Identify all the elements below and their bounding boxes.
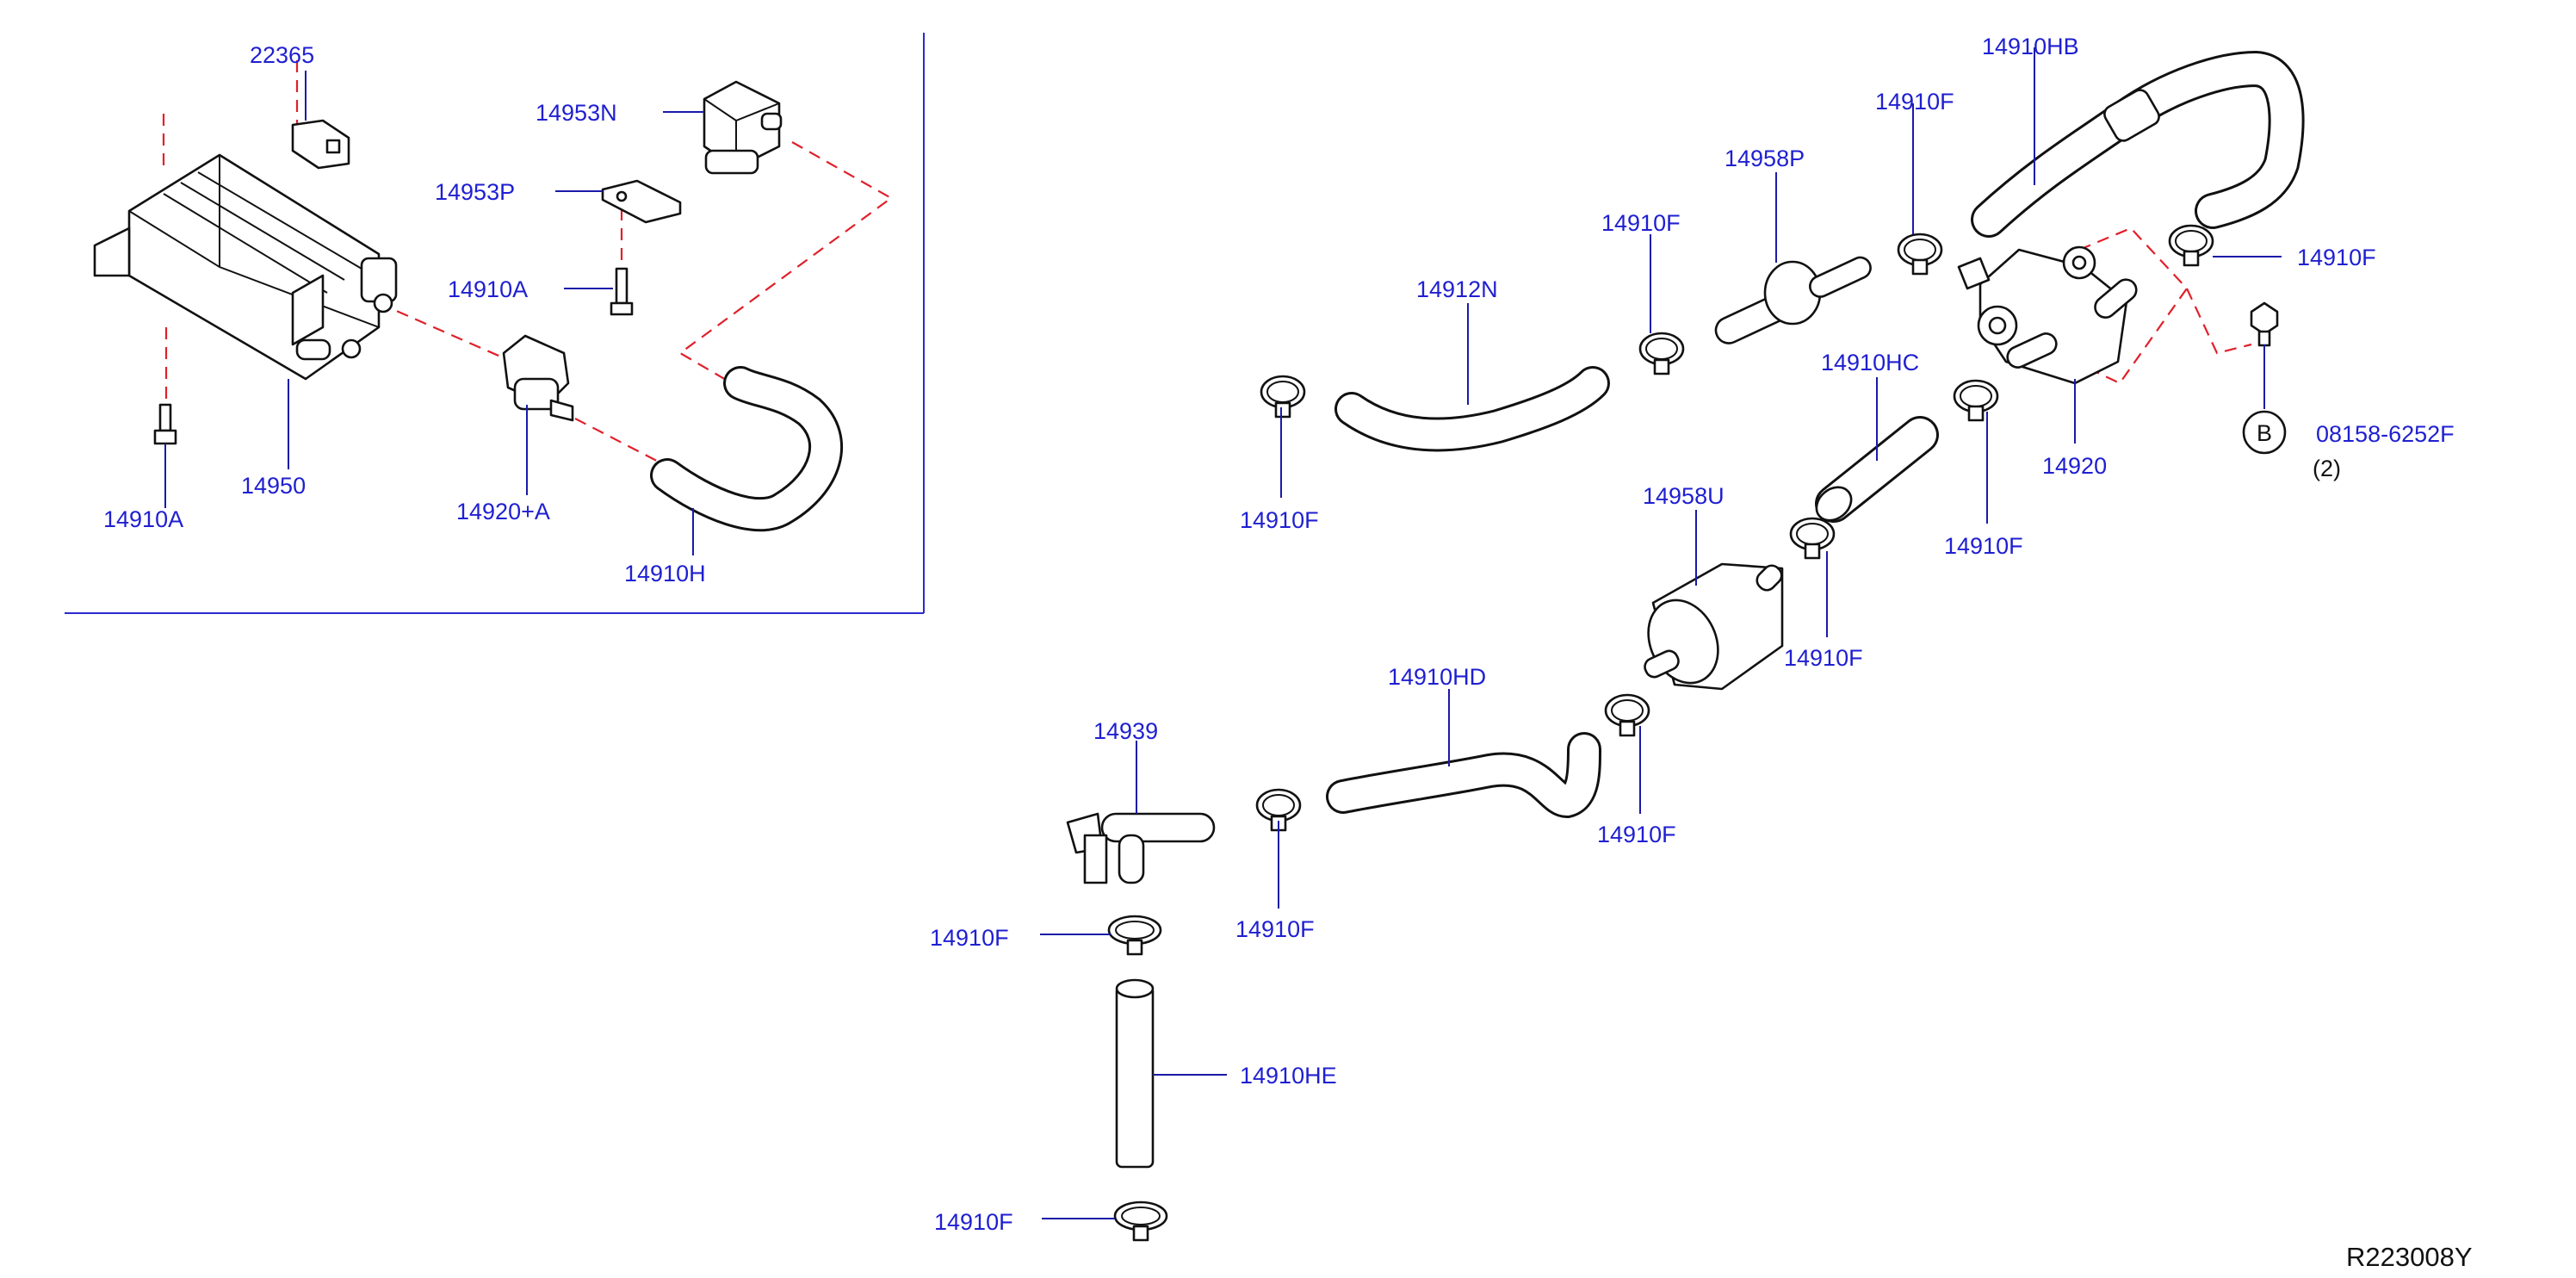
clamp-14910F-valve <box>1953 379 1999 524</box>
label-14910A-top[interactable]: 14910A <box>448 276 528 302</box>
hose-14910HB <box>1971 47 2305 238</box>
hose-14910HE <box>1115 978 1227 1169</box>
label-14910A-bottom[interactable]: 14910A <box>103 506 183 532</box>
connector-22365 <box>291 71 350 170</box>
bolt-08158 <box>2242 301 2287 455</box>
bracket-14953P <box>555 179 682 224</box>
joint-14939 <box>1066 741 1216 884</box>
clamp-14910F-p <box>1638 234 1685 375</box>
hose-14910H <box>650 366 844 555</box>
label-14910F-hc[interactable]: 14910F <box>1784 645 1863 671</box>
label-14910HB[interactable]: 14910HB <box>1982 34 2079 59</box>
valve-14920A <box>502 334 574 495</box>
clamp-14910F-n <box>1260 375 1306 498</box>
label-14910F-bottom[interactable]: 14910F <box>934 1209 1013 1235</box>
connection-dashes <box>162 60 2252 470</box>
valve-14953N <box>663 80 783 175</box>
callout-circle <box>2242 410 2287 455</box>
label-14910F-u[interactable]: 14910F <box>1597 822 1676 847</box>
label-14950[interactable]: 14950 <box>241 473 306 499</box>
label-14910HE[interactable]: 14910HE <box>1240 1063 1337 1089</box>
label-14958P[interactable]: 14958P <box>1725 146 1805 171</box>
clamp-14910F-939 <box>1040 915 1162 956</box>
label-14910F-valve[interactable]: 14910F <box>1944 533 2023 559</box>
part-labels: 22365 14953N 14953P 14910A 14910A 14950 … <box>103 34 2473 1272</box>
label-14910HC[interactable]: 14910HC <box>1821 350 1919 375</box>
label-14910F-hb[interactable]: 14910F <box>1875 89 1954 115</box>
label-14912N[interactable]: 14912N <box>1416 276 1498 302</box>
label-14920A[interactable]: 14920+A <box>456 499 550 524</box>
bolt-14910A-bottom <box>153 403 177 508</box>
clamp-14910F-bottom <box>1042 1200 1168 1242</box>
label-14910F-p[interactable]: 14910F <box>1601 210 1681 236</box>
label-14953P[interactable]: 14953P <box>435 179 515 205</box>
hose-14910HC <box>1815 377 1939 523</box>
valve-14920 <box>1957 245 2138 444</box>
bolt-14910A-top <box>564 267 634 316</box>
label-14910HD[interactable]: 14910HD <box>1388 664 1486 690</box>
label-14939[interactable]: 14939 <box>1093 718 1158 744</box>
label-14958U[interactable]: 14958U <box>1643 483 1725 509</box>
label-14920[interactable]: 14920 <box>2042 453 2107 479</box>
filter-14958U <box>1644 510 1784 691</box>
clamp-14910F-hb <box>1897 103 1943 276</box>
callout-letter: B <box>2257 420 2272 446</box>
clamp-14910F-hd <box>1255 788 1302 909</box>
hose-14910HD <box>1326 689 1601 819</box>
label-14910H[interactable]: 14910H <box>624 561 706 586</box>
label-22365[interactable]: 22365 <box>250 42 314 68</box>
label-14910F-hd[interactable]: 14910F <box>1235 916 1315 942</box>
label-08158[interactable]: 08158-6252F <box>2316 421 2455 447</box>
label-14910F-939[interactable]: 14910F <box>930 925 1009 951</box>
reference-code: R223008Y <box>2346 1242 2473 1272</box>
clamp-14910F-right <box>2168 224 2282 267</box>
label-14910F-right[interactable]: 14910F <box>2297 245 2376 270</box>
hose-14912N <box>1334 303 1610 452</box>
label-14953N[interactable]: 14953N <box>536 100 617 126</box>
label-08158-qty: (2) <box>2313 456 2341 481</box>
check-valve-14958P <box>1714 172 1872 344</box>
clamp-14910F-hc <box>1789 517 1836 637</box>
clamp-14910F-u <box>1604 693 1650 814</box>
label-14910F-n[interactable]: 14910F <box>1240 507 1319 533</box>
canister-14950 <box>93 153 398 469</box>
inset-frame <box>65 33 925 614</box>
